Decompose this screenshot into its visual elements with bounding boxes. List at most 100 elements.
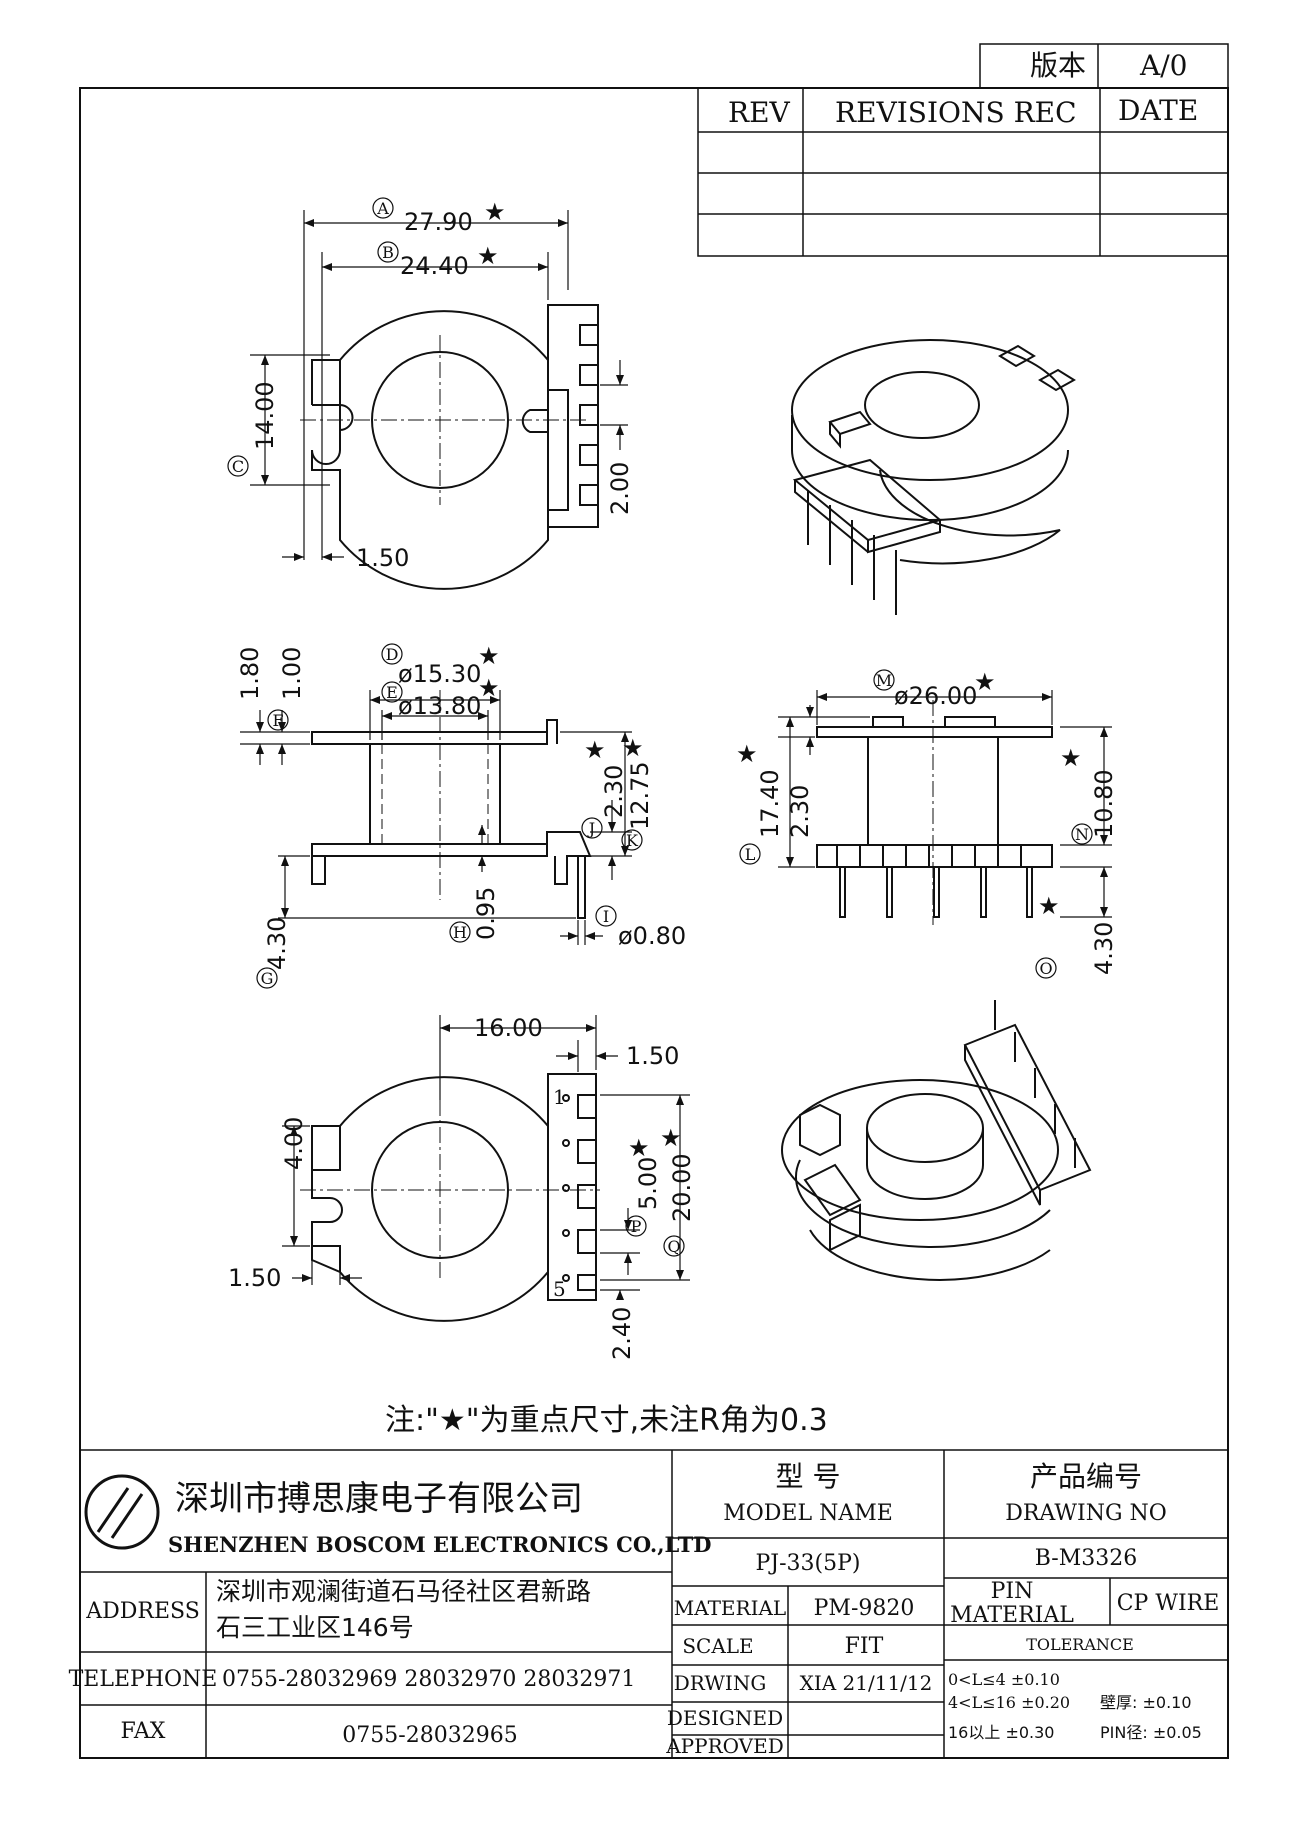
front-view [311, 719, 592, 919]
pin-material-label-1: PIN [991, 1579, 1034, 1604]
marker-K-letter: K [626, 831, 639, 850]
scale-value: FIT [845, 1634, 884, 1659]
marker-P-letter: P [631, 1217, 642, 1236]
marker-L [739, 843, 761, 865]
dim-H: 0.95 [472, 887, 500, 940]
rev-header: REV [728, 96, 791, 129]
dim-L2: 2.30 [786, 785, 814, 838]
dim-P: 5.00 [634, 1157, 662, 1210]
marker-C [227, 455, 249, 477]
tolerance-label: TOLERANCE [1026, 1635, 1134, 1654]
side-view [816, 716, 1053, 918]
star-O: ★ [1038, 892, 1060, 920]
marker-N-letter: N [1075, 825, 1089, 844]
marker-M-letter: M [876, 671, 892, 690]
address-label: ADDRESS [85, 1599, 200, 1624]
dim-Q: 20.00 [668, 1153, 696, 1222]
dim-I: ø0.80 [618, 922, 686, 950]
pin-1-label: 1 [553, 1085, 566, 1109]
drawing-no-en: DRAWING NO [1005, 1501, 1167, 1526]
marker-G-letter: G [261, 969, 274, 988]
drawing-no-cn: 产品编号 [1030, 1460, 1142, 1493]
address-line-1: 深圳市观澜街道石马径社区君新路 [216, 1577, 591, 1606]
pin-material-label-2: MATERIAL [950, 1603, 1074, 1628]
designed-label: DESIGNED [667, 1706, 783, 1730]
revision-table [697, 87, 1229, 257]
star-B: ★ [477, 242, 499, 270]
dim-flange: 1.50 [356, 544, 409, 572]
star-L: ★ [736, 740, 758, 768]
bottom-view-dimensions [282, 1015, 690, 1300]
marker-I-letter: I [603, 907, 609, 926]
address-line-2: 石三工业区146号 [216, 1613, 414, 1642]
company-name-cn: 深圳市搏思康电子有限公司 [175, 1479, 583, 1519]
title-block-grid [80, 1449, 1228, 1758]
isometric-view-bottom [781, 1000, 1092, 1281]
marker-E-letter: E [386, 683, 398, 702]
star-Q: ★ [660, 1124, 682, 1152]
note-text: 注:"★"为重点尺寸,未注R角为0.3 [385, 1403, 828, 1438]
star-D: ★ [478, 642, 500, 670]
company-name-en: SHENZHEN BOSCOM ELECTRONICS CO.,LTD [168, 1532, 711, 1557]
marker-F-letter: F [272, 711, 283, 730]
dim-F2: 1.00 [278, 647, 306, 700]
dim-J: 2.30 [600, 765, 628, 818]
dim-E: ø13.80 [398, 692, 481, 720]
telephone-value: 0755-28032969 28032970 28032971 [222, 1667, 635, 1692]
dim-r150: 1.50 [626, 1042, 679, 1070]
marker-D [381, 643, 403, 665]
top-view [311, 304, 599, 590]
drawing-label: DRWING [674, 1671, 767, 1695]
dim-F1: 1.80 [236, 647, 264, 700]
star-P: ★ [628, 1134, 650, 1162]
front-view-dimensions [240, 690, 632, 945]
top-view-centerlines [300, 335, 590, 505]
company-logo [84, 1474, 160, 1550]
marker-P [625, 1215, 647, 1237]
dim-L: 17.40 [756, 769, 784, 838]
material-label: MATERIAL [674, 1596, 786, 1620]
version-value: A/0 [1139, 49, 1187, 82]
marker-A [372, 197, 394, 219]
version-label: 版本 [1030, 49, 1086, 82]
marker-N [1071, 823, 1093, 845]
star-A: ★ [484, 198, 506, 226]
marker-L-letter: L [745, 845, 756, 864]
marker-F [267, 709, 289, 731]
dim-l150: 1.50 [228, 1264, 281, 1292]
star-N: ★ [1060, 744, 1082, 772]
sheet-border [79, 87, 1229, 1759]
marker-E [381, 681, 403, 703]
tolerance-row-1: 0<L≤4 ±0.10 [948, 1670, 1060, 1689]
marker-Q [663, 1235, 685, 1257]
dim-w16: 16.00 [474, 1014, 543, 1042]
wall-thickness-tolerance: 壁厚: ±0.10 [1100, 1693, 1192, 1712]
pin-diameter-tolerance: PIN径: ±0.05 [1100, 1723, 1202, 1742]
side-view-dimensions [778, 690, 1112, 918]
scale-label: SCALE [682, 1634, 753, 1658]
pin-5-label: 5 [553, 1277, 566, 1301]
marker-H [449, 921, 471, 943]
fax-value: 0755-28032965 [342, 1723, 517, 1748]
marker-A-letter: A [376, 199, 389, 218]
model-value: PJ-33(5P) [755, 1551, 860, 1576]
dim-K: 12.75 [626, 761, 654, 830]
version-box [979, 43, 1229, 89]
front-view-centerlines [381, 690, 489, 900]
dim-G: 4.30 [263, 917, 291, 970]
marker-K [621, 829, 643, 851]
marker-G [256, 967, 278, 989]
tolerance-row-3: 16以上 ±0.30 [948, 1723, 1054, 1742]
drawing-by: XIA 21/11/12 [800, 1671, 933, 1695]
star-E: ★ [478, 674, 500, 702]
star-J: ★ [584, 736, 606, 764]
marker-O-letter: O [1039, 959, 1052, 978]
telephone-label: TELEPHONE [69, 1667, 218, 1692]
marker-J [581, 817, 603, 839]
drawing-no-value: B-M3326 [1035, 1546, 1138, 1571]
dim-A: 27.90 [404, 208, 473, 236]
revisions-rec-header: REVISIONS REC [835, 96, 1077, 129]
dim-pin-pitch: 2.00 [606, 462, 634, 515]
marker-B [377, 241, 399, 263]
